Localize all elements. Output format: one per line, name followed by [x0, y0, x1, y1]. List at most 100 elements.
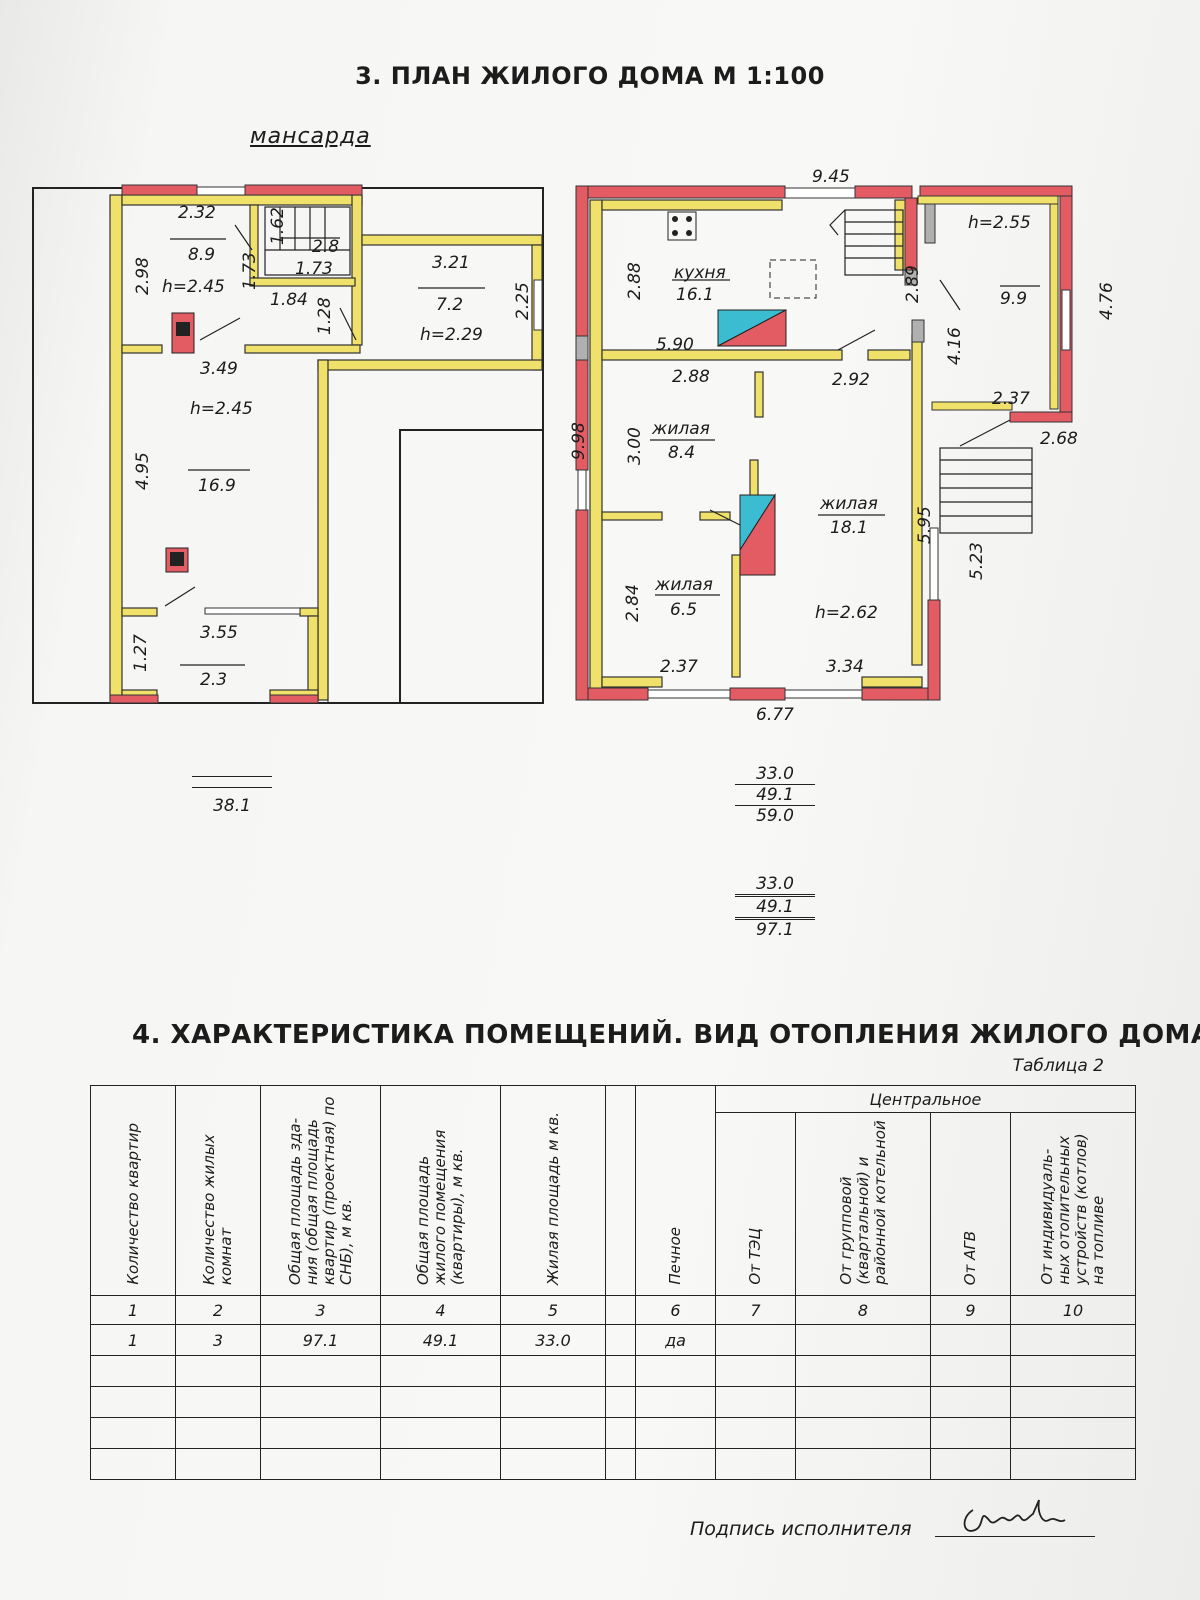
floor-plans: 2.32 8.9 1.62 2.8 1.73 1.73 2.98 h=2.45 … — [32, 167, 1117, 725]
dim: 1.27 — [131, 634, 151, 672]
dim: h=2.55 — [968, 213, 1031, 233]
col-num: 9 — [930, 1295, 1011, 1325]
dim: 8.9 — [188, 245, 215, 265]
plan-section-title: 3. ПЛАН ЖИЛОГО ДОМА М 1:100 — [355, 62, 825, 90]
attic-summary-line — [192, 766, 272, 777]
dim: 2.32 — [178, 203, 216, 223]
attic-summary-line — [192, 777, 272, 788]
dim: 2.37 — [660, 657, 698, 677]
header-total-building-area: Общая площадь зда- ния (общая площадь кв… — [260, 1085, 381, 1296]
dim: 5.95 — [915, 506, 935, 544]
dim: 2.98 — [133, 257, 153, 295]
cell-boiler — [795, 1324, 931, 1356]
dim: 6.5 — [670, 600, 697, 620]
characteristics-section-title: 4. ХАРАКТЕРИСТИКА ПОМЕЩЕНИЙ. ВИД ОТОПЛЕН… — [132, 1020, 1200, 1050]
col-num: 10 — [1009, 1295, 1137, 1325]
dim: 4.76 — [1097, 282, 1117, 320]
room-label-living-1: жилая — [651, 419, 710, 439]
characteristics-table: Количество квартир Количество жилых комн… — [90, 1084, 1137, 1480]
dim: 2.3 — [200, 670, 227, 690]
col-num: 5 — [500, 1295, 606, 1325]
dim: 1.28 — [315, 297, 335, 335]
dim: 5.23 — [967, 542, 987, 580]
dim: 6.77 — [756, 705, 794, 725]
col-num: 7 — [715, 1295, 796, 1325]
attic-plan: 2.32 8.9 1.62 2.8 1.73 1.73 2.98 h=2.45 … — [32, 184, 544, 704]
header-boiler: От групповой (квартальной) и районной ко… — [795, 1112, 931, 1296]
room-label-living-3: жилая — [654, 575, 713, 595]
header-apartments: Количество квартир — [90, 1085, 176, 1296]
cell-chp — [715, 1324, 796, 1356]
dim: 4.95 — [133, 452, 153, 490]
dim: 1.84 — [270, 290, 308, 310]
table-row — [90, 1417, 1137, 1449]
table-label: Таблица 2 — [1012, 1056, 1104, 1076]
dim: 1.73 — [240, 252, 260, 290]
signature-label: Подпись исполнителя — [690, 1518, 912, 1540]
dim: 1.73 — [295, 259, 333, 279]
header-dwelling-area: Общая площадь жилого помещения (квартиры… — [380, 1085, 501, 1296]
dim: 8.4 — [668, 443, 695, 463]
table-row — [90, 1448, 1137, 1480]
ground-summary-total: 59.0 — [756, 806, 794, 826]
col-num: 1 — [90, 1295, 176, 1325]
total-summary-dwelling: 49.1 — [735, 897, 815, 920]
cell-agv — [930, 1324, 1011, 1356]
ground-summary: 33.0 49.1 59.0 — [735, 764, 815, 826]
cell-apartments: 1 — [90, 1324, 176, 1356]
dim: 2.25 — [513, 282, 533, 320]
spacer-cell — [605, 1295, 636, 1325]
dim: 16.9 — [198, 476, 236, 496]
col-num: 6 — [635, 1295, 716, 1325]
cell-living-area: 33.0 — [500, 1324, 606, 1356]
dim: 9.98 — [569, 422, 589, 460]
dim: 3.49 — [200, 359, 238, 379]
attic-summary-total: 38.1 — [213, 796, 251, 816]
signature-image — [963, 1499, 1066, 1532]
dim: 3.34 — [826, 657, 864, 677]
spacer-cell — [605, 1324, 636, 1356]
dim: 2.88 — [625, 262, 645, 300]
dim: h=2.45 — [162, 277, 225, 297]
total-summary: 33.0 49.1 97.1 — [735, 874, 815, 940]
cell-stove: да — [635, 1324, 716, 1356]
header-chp: От ТЭЦ — [715, 1112, 796, 1296]
dim: h=2.29 — [420, 325, 483, 345]
dim: 18.1 — [830, 518, 868, 538]
room-label-kitchen: кухня — [674, 263, 726, 283]
dim: h=2.62 — [815, 603, 878, 623]
column-numbers-row: 1 2 3 4 5 6 7 8 9 10 — [90, 1295, 1137, 1325]
ground-plan: 9.45 h=2.55 2.88 кухня 16.1 2.89 9.9 4.7… — [569, 167, 1117, 725]
dim: 2.68 — [1040, 429, 1078, 449]
header-central: Центральное — [714, 1084, 1137, 1114]
dim: 2.92 — [832, 370, 870, 390]
dim: 2.84 — [623, 584, 643, 622]
header-agv: От АГВ — [930, 1112, 1011, 1296]
dim: 2.37 — [992, 389, 1030, 409]
attic-label: мансарда — [250, 124, 371, 149]
dim: 9.9 — [1000, 289, 1027, 309]
col-num: 2 — [175, 1295, 261, 1325]
dim: 3.00 — [625, 427, 645, 465]
cell-dwelling-area: 49.1 — [380, 1324, 501, 1356]
table-row — [90, 1386, 1137, 1418]
header-rooms: Количество жилых комнат — [175, 1085, 261, 1296]
dim: 2.88 — [672, 367, 710, 387]
header-stove-heating: Печное — [635, 1085, 716, 1296]
dim: 16.1 — [676, 285, 714, 305]
dim: 3.55 — [200, 623, 238, 643]
header-living-area: Жилая площадь м кв. — [500, 1085, 606, 1296]
header-individual: От индивидуаль- ных отопительных устройс… — [1009, 1112, 1137, 1296]
total-summary-living: 33.0 — [735, 874, 815, 897]
room-label-living-2: жилая — [819, 494, 878, 514]
dim: 3.21 — [432, 253, 470, 273]
col-num: 4 — [380, 1295, 501, 1325]
ground-summary-dwelling: 49.1 — [735, 785, 815, 806]
signature-line — [935, 1536, 1095, 1537]
dim: h=2.45 — [190, 399, 253, 419]
col-num: 8 — [795, 1295, 931, 1325]
dim: 2.8 — [312, 237, 339, 257]
spacer-column — [605, 1085, 636, 1296]
dim: 5.90 — [656, 335, 694, 355]
